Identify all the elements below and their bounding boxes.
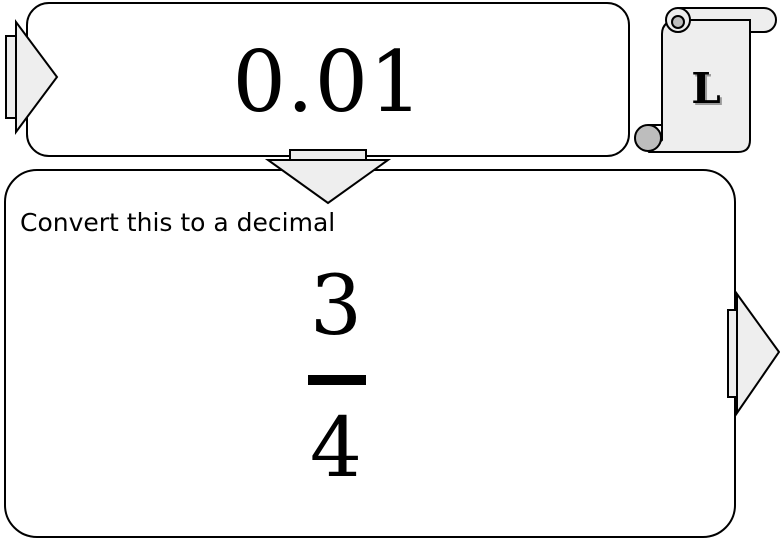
fraction-numerator: 3 (309, 259, 363, 354)
question-instruction: Convert this to a decimal (20, 208, 336, 237)
scroll-icon (634, 7, 777, 153)
fraction-bar (308, 375, 366, 385)
fraction: 3 4 (286, 262, 386, 502)
arrow-down-icon (264, 149, 392, 205)
answer-value: 0.01 (232, 33, 424, 131)
level-letter: L (691, 63, 721, 113)
fraction-denominator: 4 (309, 401, 363, 496)
back-arrow-icon[interactable] (5, 18, 59, 136)
next-arrow-icon[interactable] (727, 290, 780, 417)
